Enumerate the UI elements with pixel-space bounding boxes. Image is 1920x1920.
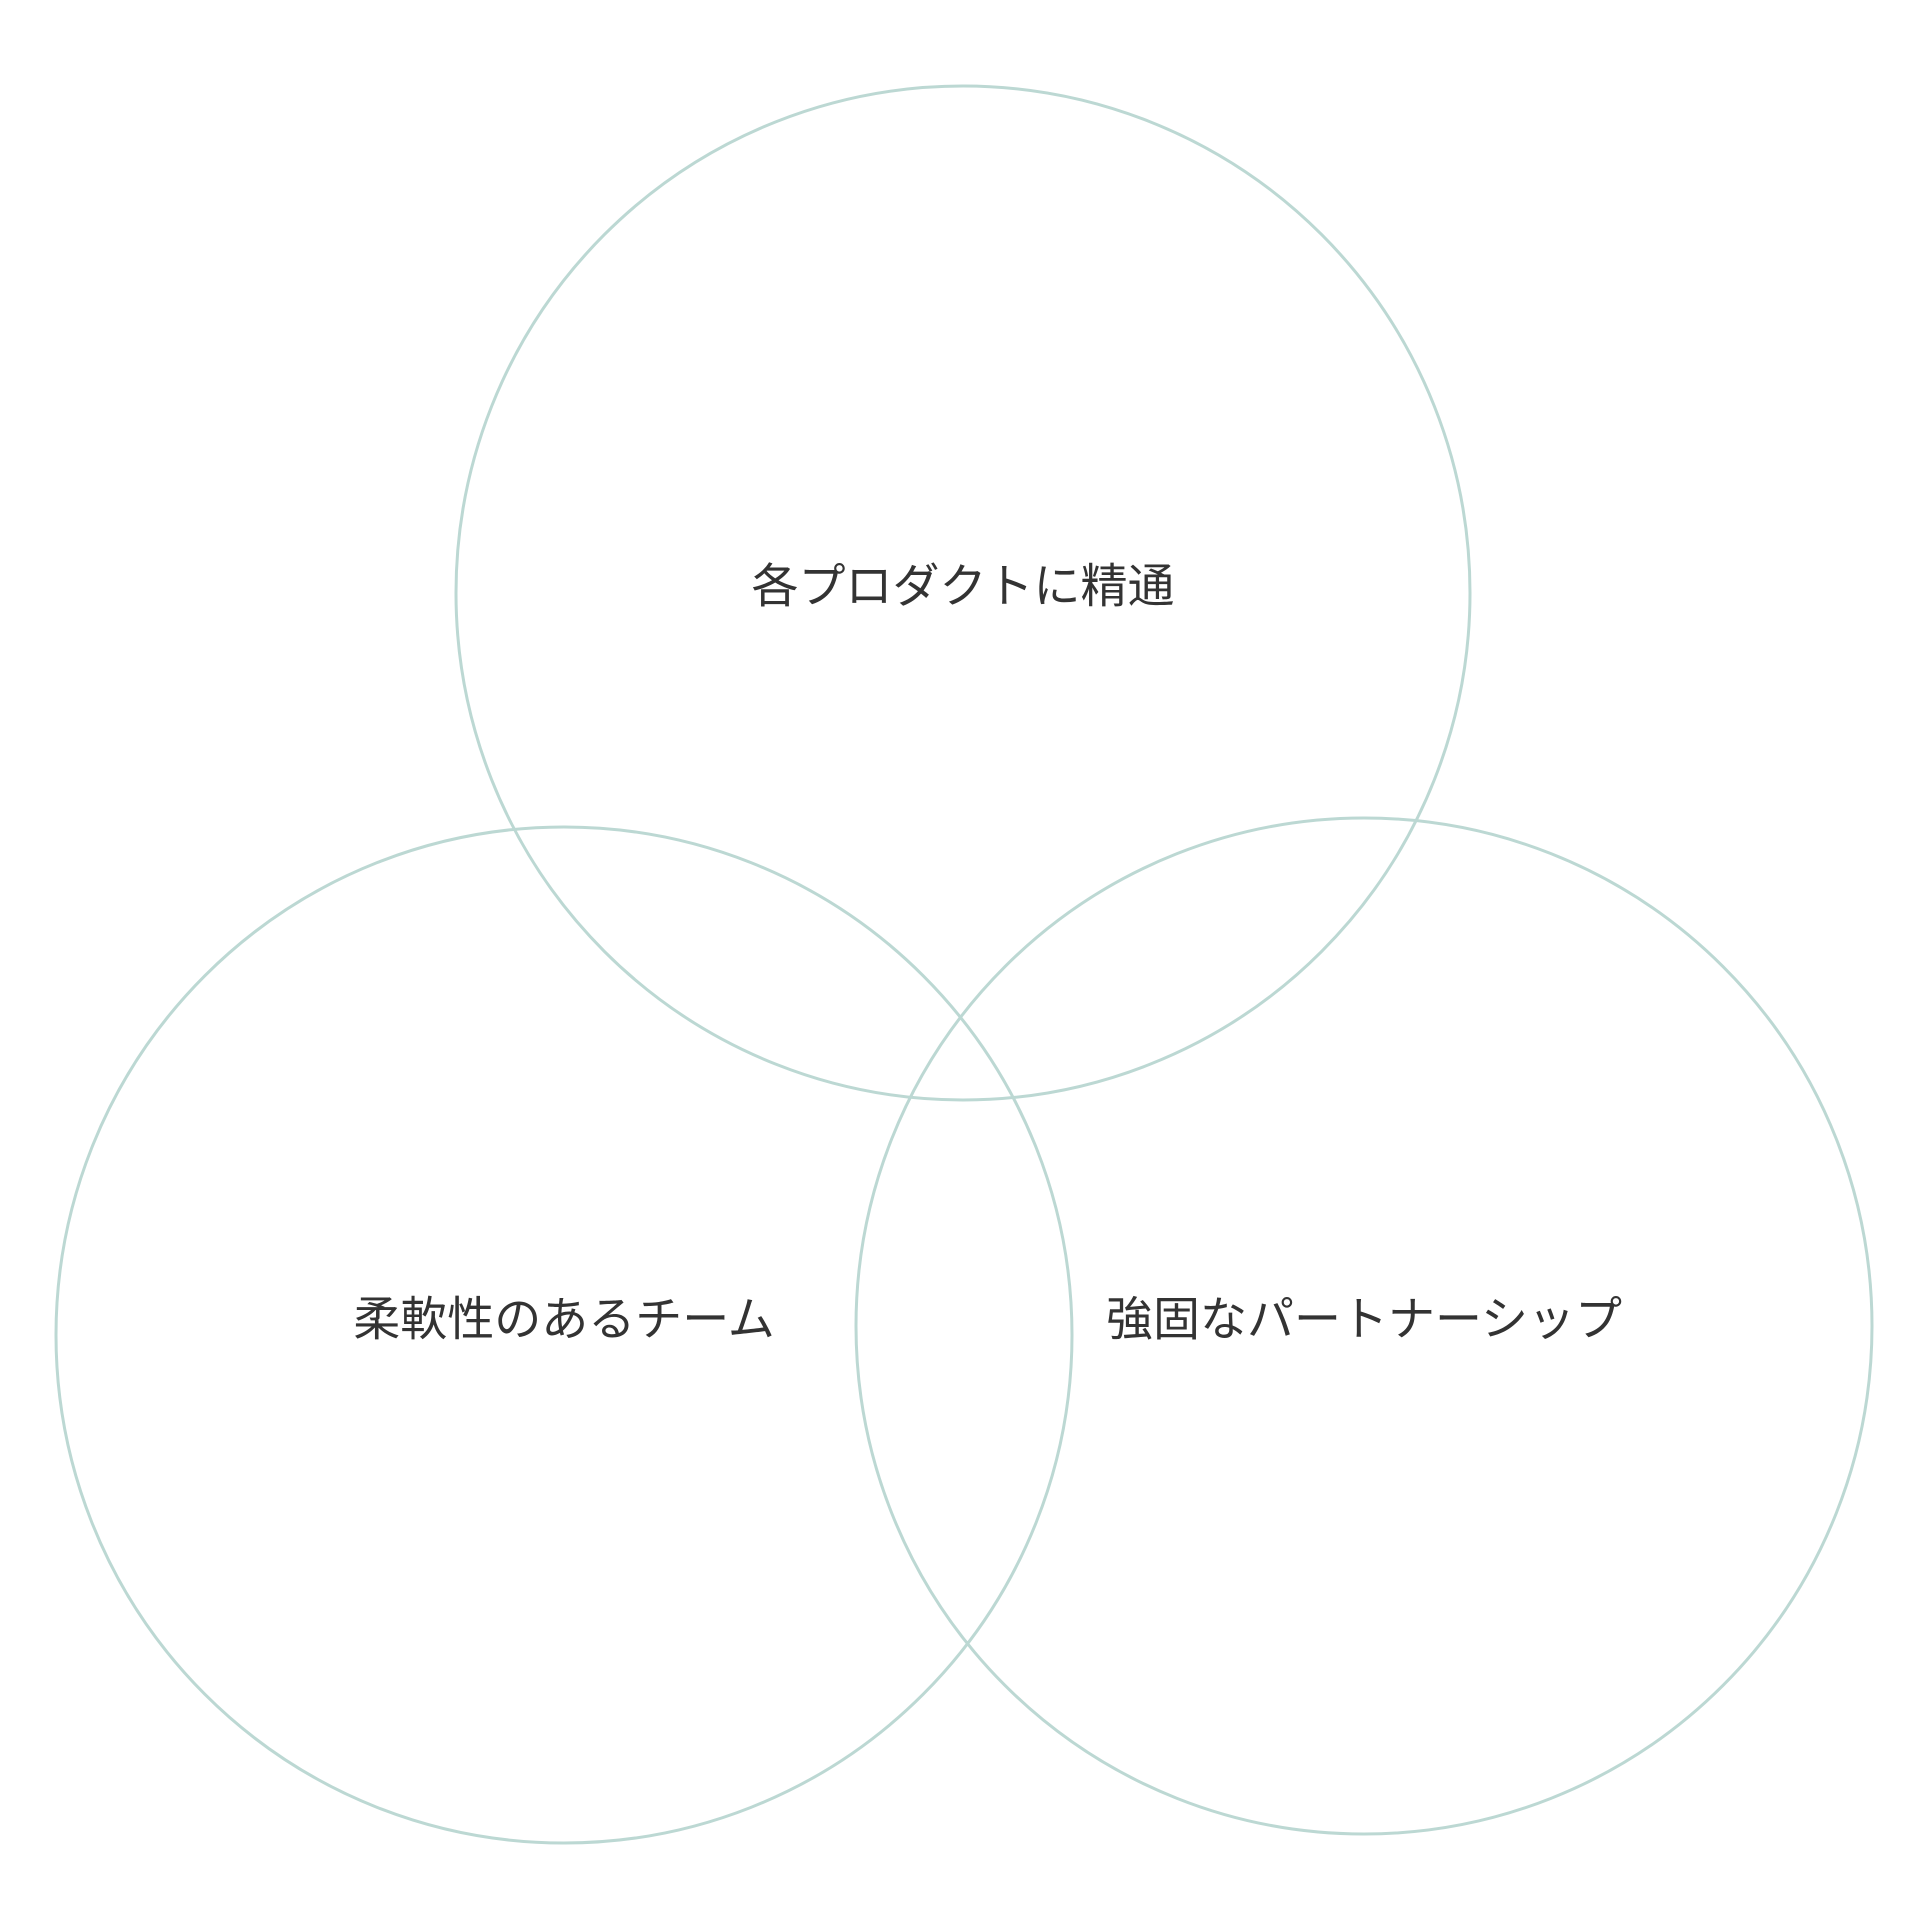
circle-bottom-left-label: 柔軟性のあるチーム <box>353 1293 775 1348</box>
circle-top-label: 各プロダクトに精通 <box>752 560 1175 615</box>
circle-bottom-left: 柔軟性のあるチーム <box>54 825 1074 1845</box>
circle-top: 各プロダクトに精通 <box>454 84 1472 1102</box>
circle-bottom-left-outline <box>54 825 1074 1845</box>
circle-bottom-right-outline <box>854 816 1874 1836</box>
circle-bottom-right: 強固なパートナーシップ <box>854 816 1874 1836</box>
circle-top-outline <box>454 84 1472 1102</box>
circle-bottom-right-label: 強固なパートナーシップ <box>1106 1293 1622 1348</box>
